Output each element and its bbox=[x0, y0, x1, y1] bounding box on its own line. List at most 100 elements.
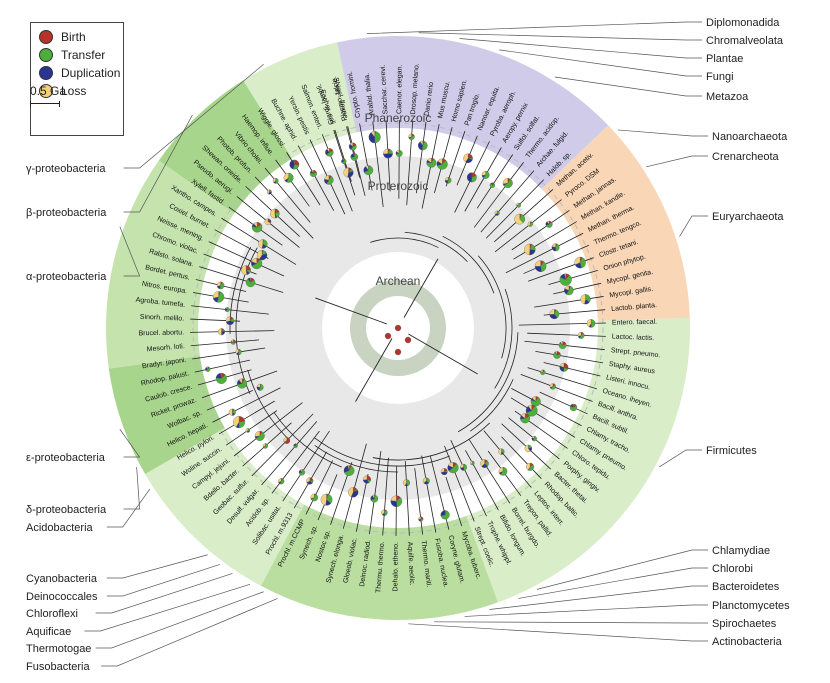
event-pie bbox=[436, 158, 448, 170]
pie-slice bbox=[326, 148, 330, 153]
pie-slice bbox=[546, 220, 550, 225]
taxon-label: Entero. faecal. bbox=[612, 319, 657, 327]
tree-branch bbox=[199, 266, 284, 293]
group-label: Crenarcheota bbox=[712, 151, 780, 163]
pie-slice bbox=[577, 331, 582, 337]
band-archaea bbox=[541, 125, 690, 322]
tree-branch bbox=[321, 134, 353, 212]
event-pie bbox=[426, 157, 437, 168]
group-leader-line bbox=[408, 623, 708, 642]
legend-item-birth: Birth bbox=[39, 29, 86, 45]
event-pie bbox=[212, 291, 225, 303]
pie-slice bbox=[514, 213, 524, 225]
pie-slice bbox=[489, 183, 495, 188]
tree-branch bbox=[464, 147, 502, 212]
tree-branch bbox=[251, 413, 314, 477]
group-leader-line bbox=[106, 489, 151, 528]
tree-arc bbox=[314, 437, 450, 467]
pie-slice bbox=[253, 222, 258, 228]
pie-slice bbox=[534, 260, 541, 267]
pie-slice bbox=[574, 256, 581, 265]
taxon-label: Drosop. melano. bbox=[410, 63, 421, 115]
event-pie bbox=[422, 477, 430, 485]
event-pie bbox=[341, 158, 347, 164]
event-pie bbox=[395, 149, 403, 157]
pie-slice bbox=[216, 291, 225, 303]
tree-branch bbox=[192, 347, 266, 360]
taxon-label: Thermu. thermo. bbox=[375, 541, 386, 593]
tree-branch bbox=[510, 397, 576, 438]
event-pie bbox=[272, 177, 279, 184]
taxon-label: Brucel. abortu. bbox=[138, 329, 184, 337]
pie-slice bbox=[427, 157, 432, 164]
duplication-swatch-icon bbox=[39, 66, 53, 80]
tree-branch bbox=[206, 390, 254, 411]
event-pie bbox=[524, 444, 533, 453]
pie-slice bbox=[300, 469, 303, 473]
scale-bar-label: 0.5 Ga bbox=[30, 84, 67, 98]
pie-slice bbox=[320, 493, 327, 506]
group-label: Chlamydiae bbox=[712, 545, 770, 557]
event-pie bbox=[520, 413, 531, 424]
pie-slice bbox=[215, 372, 222, 379]
tree-arc bbox=[235, 247, 258, 395]
taxon-label: Dehalo. etheno. bbox=[392, 542, 399, 592]
tree-branch bbox=[535, 350, 604, 364]
root-branch bbox=[408, 333, 478, 375]
event-pie bbox=[480, 459, 489, 468]
tree-branch bbox=[480, 170, 535, 233]
tree-arc bbox=[314, 445, 399, 473]
tree-branch bbox=[194, 359, 251, 373]
pie-slice bbox=[527, 221, 531, 227]
group-leader-line bbox=[95, 573, 233, 614]
tree-branch bbox=[415, 121, 427, 194]
taxon-label: Sacchar. cerevi. bbox=[380, 64, 390, 114]
group-leader-line bbox=[554, 76, 702, 97]
pie-slice bbox=[294, 159, 300, 166]
pie-slice bbox=[408, 133, 412, 138]
pie-slice bbox=[237, 379, 248, 389]
group-label: α-proteobacteria bbox=[26, 271, 107, 283]
event-pie bbox=[289, 159, 300, 170]
eon-label-proterozoic: Proterozoic bbox=[368, 179, 429, 193]
event-pie bbox=[440, 468, 448, 475]
group-leader-line bbox=[123, 466, 140, 510]
group-leader-line bbox=[617, 129, 708, 137]
event-pie bbox=[363, 165, 374, 176]
pie-slice bbox=[365, 165, 369, 171]
group-leader-line bbox=[536, 549, 708, 590]
pie-slice bbox=[403, 479, 407, 486]
taxon-label: Lactob. planta. bbox=[611, 302, 657, 313]
pie-slice bbox=[241, 265, 247, 275]
event-pie bbox=[531, 435, 537, 442]
pie-slice bbox=[256, 250, 263, 260]
pie-slice bbox=[363, 475, 368, 481]
pie-slice bbox=[559, 274, 572, 286]
group-label: Metazoa bbox=[706, 91, 749, 103]
pie-slice bbox=[381, 509, 385, 515]
pie-slice bbox=[420, 516, 424, 520]
pie-slice bbox=[531, 435, 535, 439]
pie-slice bbox=[372, 494, 375, 500]
tree-branch bbox=[342, 443, 367, 529]
tree-branch bbox=[543, 362, 601, 377]
event-pie bbox=[283, 172, 294, 183]
group-label: Chloroflexi bbox=[26, 608, 78, 620]
tree-branch bbox=[208, 241, 285, 277]
tree-branch bbox=[382, 457, 389, 536]
event-pie bbox=[225, 316, 235, 325]
pie-slice bbox=[324, 175, 330, 181]
pie-slice bbox=[306, 477, 310, 483]
tree-branch bbox=[450, 440, 487, 517]
event-pie bbox=[559, 362, 569, 372]
event-pie bbox=[545, 220, 553, 228]
pie-slice bbox=[348, 487, 354, 497]
event-pie bbox=[258, 239, 268, 249]
group-leader-line bbox=[84, 584, 251, 632]
tree-branch bbox=[527, 332, 606, 337]
group-label: δ-proteobacteria bbox=[26, 504, 107, 516]
pie-slice bbox=[494, 210, 498, 215]
pie-slice bbox=[481, 171, 486, 176]
pie-slice bbox=[206, 366, 208, 370]
